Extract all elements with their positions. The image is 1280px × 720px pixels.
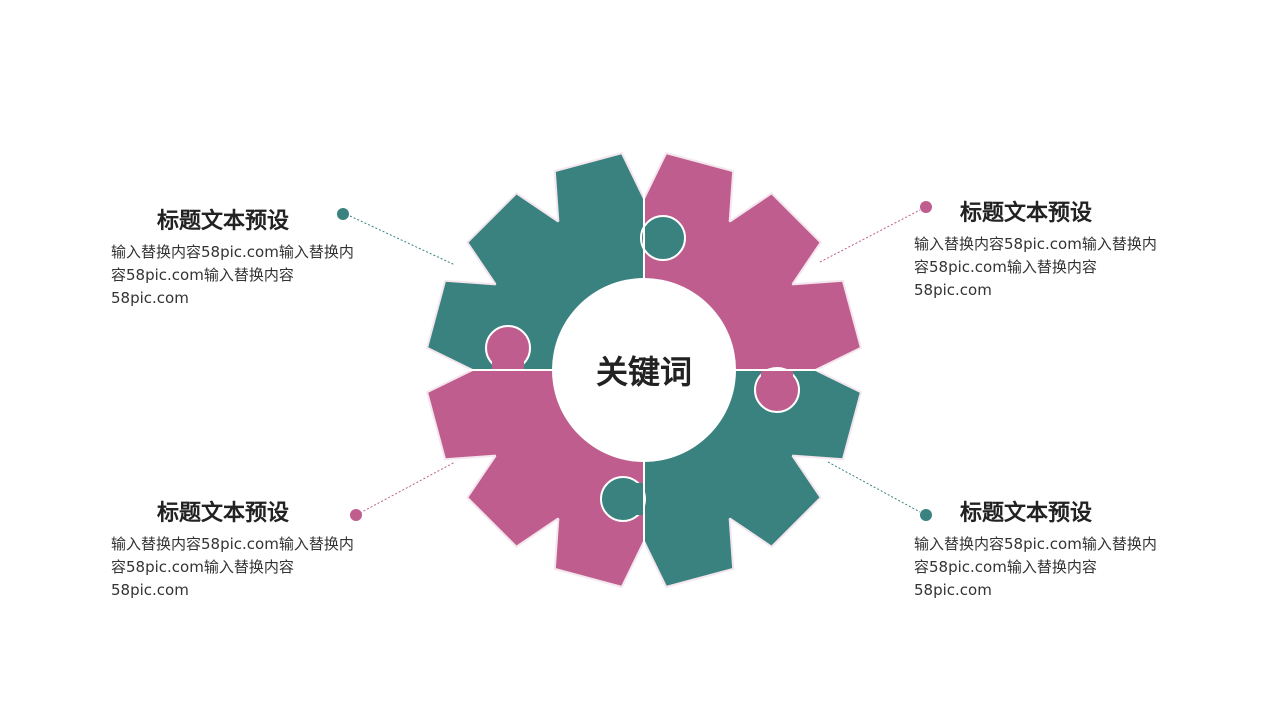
item-body-top-left: 输入替换内容58pic.com输入替换内容58pic.com输入替换内容58pi… [111, 243, 354, 307]
item-title-top-right: 标题文本预设 [960, 201, 1093, 226]
dot-bottom-left [350, 509, 362, 521]
item-body-bottom-left: 输入替换内容58pic.com输入替换内容58pic.com输入替换内容58pi… [111, 535, 354, 599]
connector-line-top-right [819, 209, 921, 263]
knob-join [761, 370, 793, 382]
knob-join [492, 359, 524, 371]
item-title-bottom-right: 标题文本预设 [960, 501, 1093, 526]
item-body-bottom-right: 输入替换内容58pic.com输入替换内容58pic.com输入替换内容58pi… [914, 535, 1157, 599]
item-body-top-right: 输入替换内容58pic.com输入替换内容58pic.com输入替换内容58pi… [914, 235, 1157, 299]
dot-top-left [337, 208, 349, 220]
dot-top-right [920, 201, 932, 213]
item-title-top-left: 标题文本预设 [157, 209, 290, 234]
center-circle [552, 278, 736, 462]
knob-join [652, 222, 664, 254]
connector-line-bottom-left [359, 461, 456, 514]
knob-join [633, 483, 645, 515]
connector-line-bottom-right [827, 461, 921, 513]
center-keyword: 关键词 [595, 353, 692, 391]
dot-bottom-right [920, 509, 932, 521]
item-title-bottom-left: 标题文本预设 [157, 501, 290, 526]
connector-line-top-left [349, 215, 456, 266]
